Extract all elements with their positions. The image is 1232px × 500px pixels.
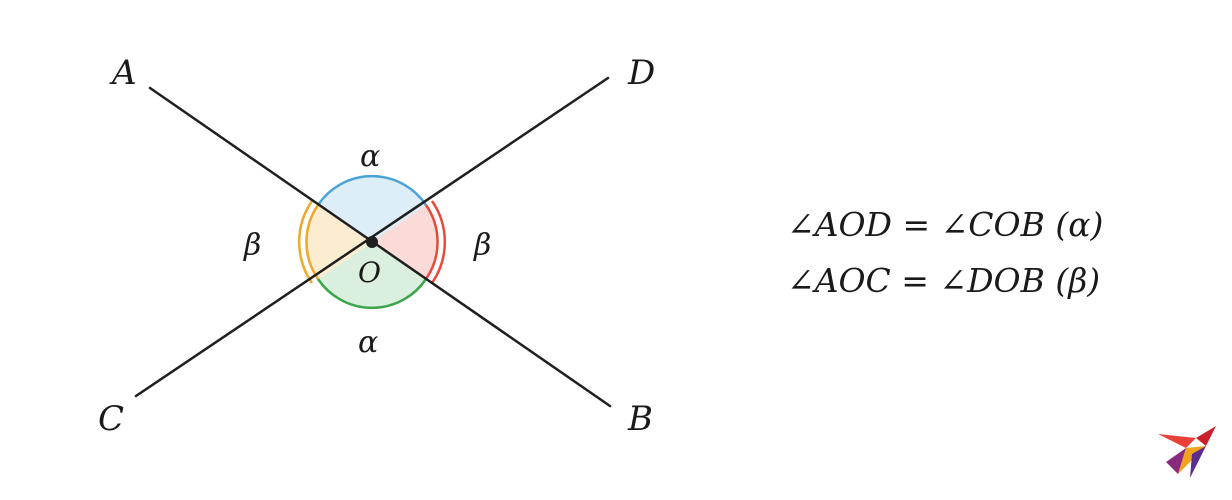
angle-label-right: β [473, 228, 491, 263]
point-label-b: B [627, 399, 653, 439]
angle-sector-right [372, 205, 438, 279]
bird-logo-icon [1158, 426, 1216, 478]
angle-arc-right-inner [424, 204, 439, 280]
angle-arc-left-outer [298, 200, 314, 284]
angle-label-bottom: α [358, 325, 378, 360]
angle-arc-bottom [316, 278, 428, 309]
equation-alpha: ∠AOD = ∠COB (α) [787, 205, 1104, 244]
point-label-c: C [98, 399, 124, 439]
angle-label-left: β [243, 228, 261, 263]
angle-arc-right-outer [430, 200, 446, 284]
point-label-a: A [109, 53, 137, 93]
angle-sector-top [318, 176, 426, 242]
angle-sector-bottom [318, 242, 426, 308]
equations: ∠AOD = ∠COB (α) ∠AOC = ∠DOB (β) [787, 197, 1103, 309]
point-label-d: D [627, 53, 655, 93]
angle-sector-left [306, 205, 372, 279]
point-label-o: O [358, 256, 381, 289]
equation-beta: ∠AOC = ∠DOB (β) [787, 261, 1101, 300]
intersection-point [366, 236, 378, 248]
line-ab [148, 86, 612, 408]
angle-arc-top [316, 175, 428, 206]
angle-label-top: α [360, 139, 380, 174]
angle-arc-left-inner [305, 204, 320, 280]
